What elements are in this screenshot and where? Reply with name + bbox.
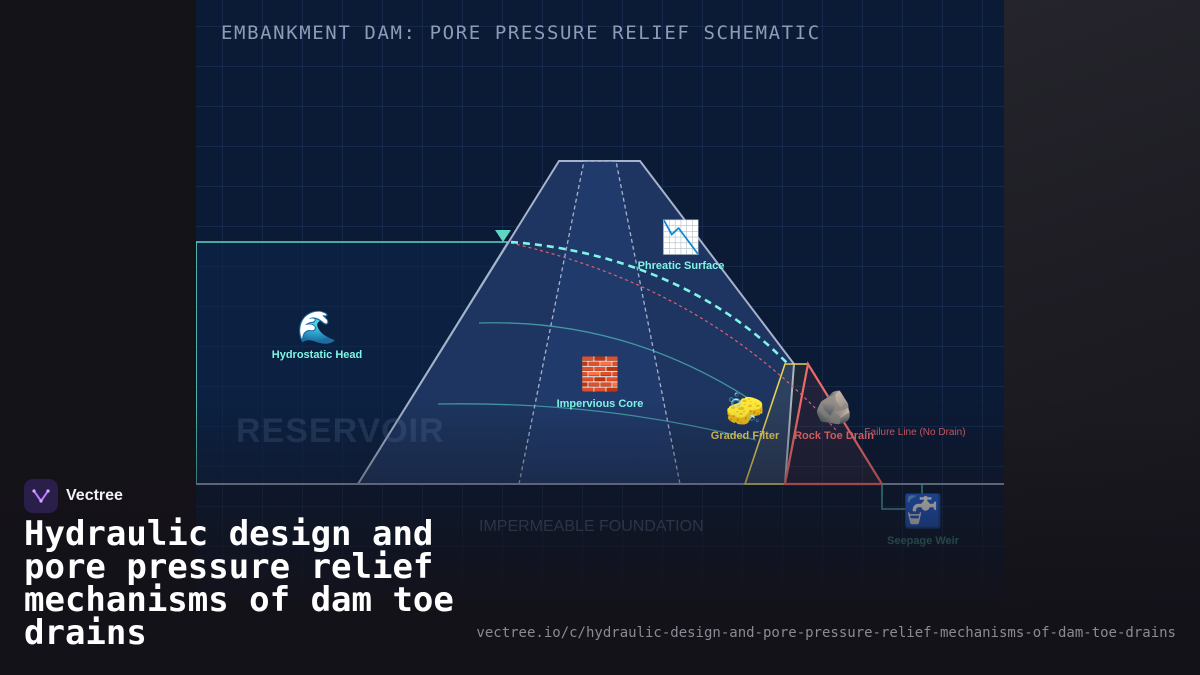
vectree-logo-icon [24, 479, 58, 513]
reservoir-label: RESERVOIR [236, 412, 445, 450]
faucet-icon: 🚰 [903, 493, 943, 529]
dam-schematic-svg [196, 160, 1004, 510]
diagram-title: EMBANKMENT DAM: PORE PRESSURE RELIEF SCH… [221, 22, 821, 44]
graded-filter-label: Graded Filter [710, 430, 780, 442]
page-url[interactable]: vectree.io/c/hydraulic-design-and-pore-p… [476, 625, 1176, 641]
seepage-flow-line-upper [478, 322, 752, 401]
seepage-weir-label: Seepage Weir [887, 535, 959, 547]
water-level-marker [495, 230, 511, 242]
rock-icon: 🪨 [814, 389, 854, 425]
phreatic-surface-label: Phreatic Surface [637, 260, 725, 272]
hydrostatic-head-label: Hydrostatic Head [271, 349, 363, 361]
page-title: Hydraulic design and pore pressure relie… [24, 514, 454, 653]
brick-icon: 🧱 [580, 356, 620, 392]
right-backdrop [1004, 0, 1200, 675]
brand-name: Vectree [66, 487, 123, 504]
failure-line-label: Failure Line (No Drain) [864, 427, 966, 438]
phreatic-surface-line [510, 240, 789, 365]
impervious-core-label: Impervious Core [556, 398, 644, 410]
wave-icon: 🌊 [297, 309, 337, 345]
chart-decreasing-icon: 📉 [661, 219, 701, 255]
rock-toe-drain-label: Rock Toe Drain [794, 430, 874, 442]
sponge-icon: 🧽 [725, 391, 765, 427]
brand[interactable]: Vectree [24, 479, 123, 513]
diagram-panel: EMBANKMENT DAM: PORE PRESSURE RELIEF SCH… [196, 0, 1004, 600]
